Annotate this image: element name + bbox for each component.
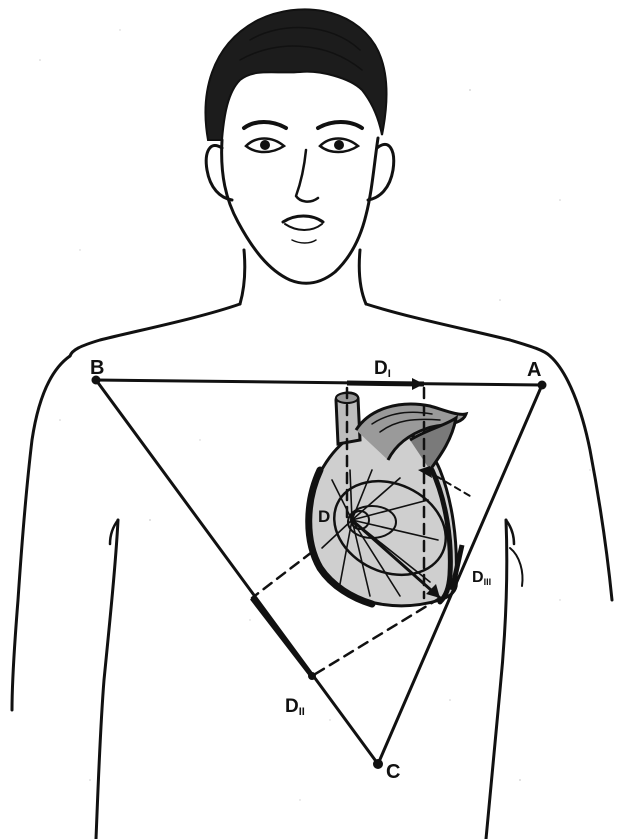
d3-label: DIII xyxy=(472,569,491,587)
mouth xyxy=(283,216,323,222)
hair xyxy=(206,9,387,140)
nose xyxy=(296,150,318,202)
vertex-c-dot xyxy=(373,759,383,769)
neck-left xyxy=(240,250,245,304)
vertex-b-label: B xyxy=(90,357,104,379)
labels: B A C D DI DII DIII xyxy=(90,357,541,783)
left-ear xyxy=(206,145,232,200)
heart xyxy=(308,393,466,606)
lead-i-side xyxy=(96,380,542,385)
dipole-origin-label: D xyxy=(318,507,330,526)
left-arm-outer xyxy=(12,356,70,710)
projection-d2-segment xyxy=(252,598,312,676)
d1-label: DI xyxy=(374,358,391,380)
left-shoulder xyxy=(70,304,240,356)
left-torso-side xyxy=(96,520,118,839)
left-eyebrow xyxy=(244,122,286,128)
right-eyebrow xyxy=(318,122,362,128)
vertex-a-label: A xyxy=(527,359,541,381)
head xyxy=(206,9,394,283)
neck-right xyxy=(359,250,366,304)
right-torso-side xyxy=(486,520,507,839)
d2-label: DII xyxy=(285,696,305,718)
vertex-a-dot xyxy=(538,381,547,390)
right-arm-outer xyxy=(550,356,612,600)
right-shoulder xyxy=(366,304,550,356)
vertex-c-label: C xyxy=(386,761,400,783)
